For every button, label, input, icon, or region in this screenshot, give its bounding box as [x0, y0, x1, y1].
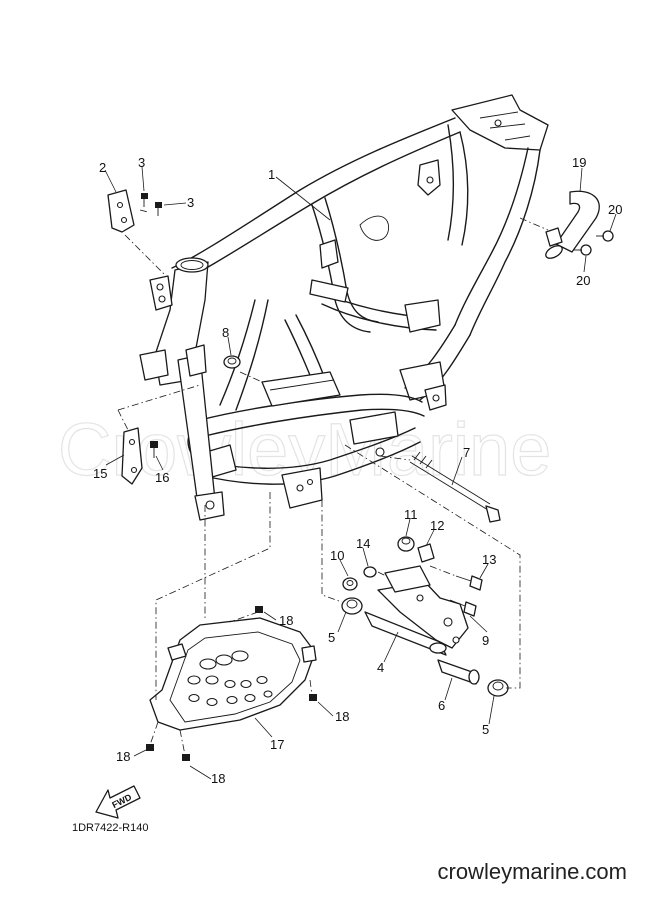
part-5-bush-right [487, 679, 509, 697]
callout-11: 11 [404, 507, 418, 522]
callout-5a: 5 [328, 630, 335, 645]
callout-8: 8 [222, 325, 229, 340]
callout-12: 12 [430, 518, 444, 533]
callout-15: 15 [93, 466, 107, 481]
callout-20a: 20 [608, 202, 622, 217]
callout-4: 4 [377, 660, 384, 675]
callout-10: 10 [330, 548, 344, 563]
part-4-engine-bracket [364, 565, 469, 656]
callout-5b: 5 [482, 722, 489, 737]
callout-18a: 18 [279, 613, 293, 628]
callout-18b: 18 [335, 709, 349, 724]
part-3-bolt-b [155, 202, 162, 216]
part-12-collar [417, 543, 435, 563]
callout-1: 1 [268, 167, 275, 182]
part-8-bush [223, 355, 241, 369]
part-18-bolt-a [255, 606, 263, 613]
part-2-bracket [107, 189, 135, 233]
callout-14: 14 [356, 536, 370, 551]
part-5-bush-left [341, 597, 363, 615]
part-7-bolt [409, 451, 501, 523]
part-18-bolt-c [146, 744, 154, 751]
part-19-hose [545, 190, 600, 259]
callout-9: 9 [482, 633, 489, 648]
part-20-bolt-b [574, 244, 592, 256]
site-label: crowleymarine.com [437, 859, 628, 884]
callout-3a: 3 [138, 155, 145, 170]
assembly-lines [117, 209, 549, 756]
callout-20b: 20 [576, 273, 590, 288]
callout-6: 6 [438, 698, 445, 713]
part-1-main-frame [139, 94, 549, 521]
fwd-arrow-icon: FWD [95, 785, 141, 819]
part-16-bolt [150, 441, 158, 458]
callout-17: 17 [270, 737, 284, 752]
callout-18c: 18 [116, 749, 130, 764]
callout-numbers: 1 2 3 3 4 5 5 6 7 8 9 10 11 12 13 14 15 … [93, 155, 622, 786]
callout-16: 16 [155, 470, 169, 485]
part-20-bolt-a [596, 230, 614, 242]
part-18-bolt-b [309, 694, 317, 701]
part-11-bush [397, 536, 415, 552]
part-15-bracket [121, 427, 143, 485]
part-6-collar [437, 659, 480, 685]
callout-19: 19 [572, 155, 586, 170]
callout-13: 13 [482, 552, 496, 567]
leader-lines [104, 166, 617, 780]
part-3-bolt-a [141, 193, 148, 207]
diagram-code: 1DR7422-R140 [72, 822, 149, 834]
part-18-bolt-d [182, 754, 190, 761]
callout-7: 7 [463, 445, 470, 460]
callout-18d: 18 [211, 771, 225, 786]
part-10-nut [342, 577, 358, 591]
part-14-washer [363, 566, 377, 578]
part-13-bolt [455, 575, 483, 591]
callout-2: 2 [99, 160, 106, 175]
part-9-bolt [449, 599, 477, 617]
callout-3b: 3 [187, 195, 194, 210]
part-17-footrest-plate [149, 617, 317, 731]
